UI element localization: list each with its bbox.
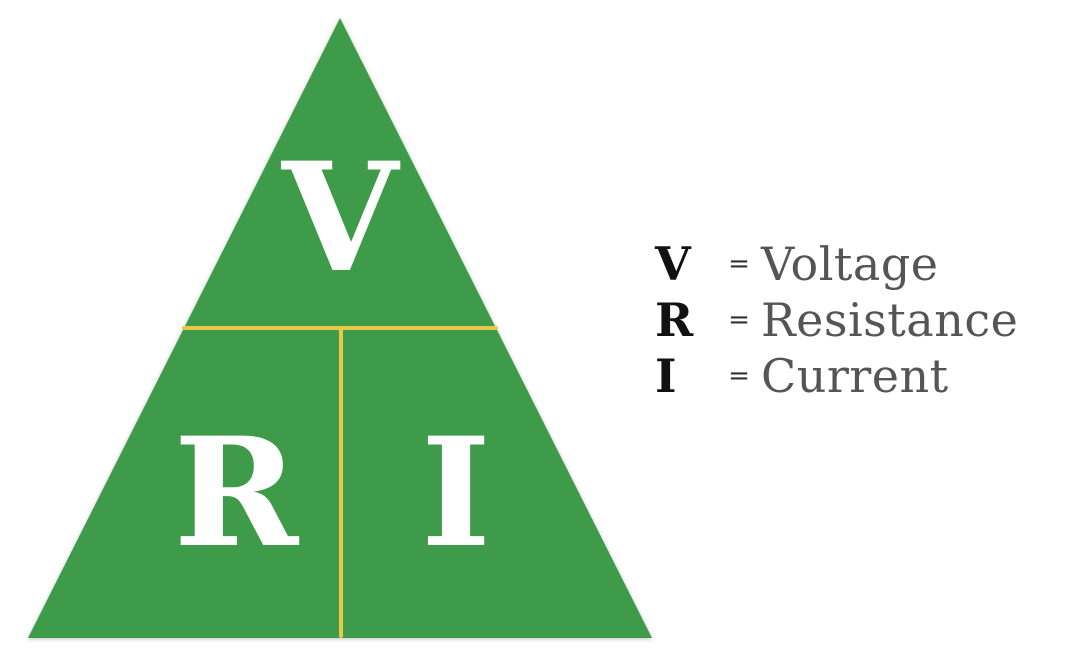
legend-row-current: I = Current (655, 348, 1075, 404)
triangle-letter-i: I (421, 405, 491, 581)
triangle-letter-r: R (174, 405, 300, 581)
legend-term: Voltage (761, 237, 939, 291)
legend-row-resistance: R = Resistance (655, 292, 1075, 348)
legend-symbol: I (655, 349, 677, 403)
legend-symbol: R (655, 293, 694, 347)
variable-legend: V = Voltage R = Resistance I = Current (655, 236, 1075, 404)
legend-equals: = (728, 249, 750, 279)
legend-equals: = (728, 305, 750, 335)
legend-term: Resistance (761, 293, 1019, 347)
legend-row-voltage: V = Voltage (655, 236, 1075, 292)
legend-term: Current (761, 349, 949, 403)
triangle-letter-v: V (281, 130, 401, 306)
legend-symbol: V (655, 237, 691, 291)
legend-equals: = (728, 361, 750, 391)
